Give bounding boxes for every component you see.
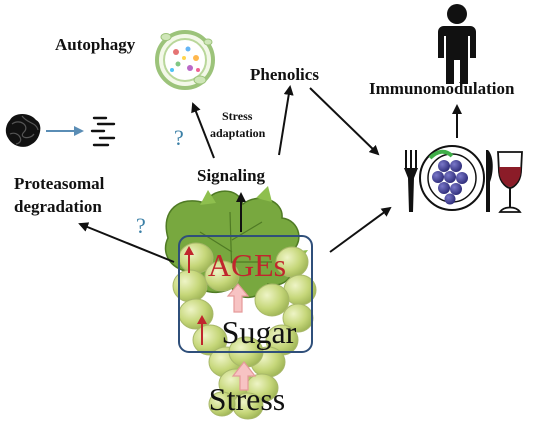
question-mark-proteasomal: ? bbox=[136, 213, 146, 238]
autophagosome-icon bbox=[155, 30, 215, 90]
grape-bunch-icon bbox=[164, 186, 317, 420]
proteasomal-label-line2: degradation bbox=[14, 197, 102, 216]
flow-arrows bbox=[78, 85, 462, 263]
arrow-grapes-to-plate bbox=[329, 206, 392, 253]
signaling-label: Signaling bbox=[197, 166, 266, 185]
immunomodulation-label: Immunomodulation bbox=[369, 79, 515, 98]
red-up-arrow-ages bbox=[184, 246, 194, 273]
red-up-arrow-sugar bbox=[197, 315, 207, 345]
question-mark-autophagy: ? bbox=[174, 125, 184, 150]
ages-sugar-box bbox=[178, 235, 313, 353]
arrow-signaling-to-phenolics bbox=[278, 85, 294, 156]
pink-up-arrow-upper bbox=[226, 283, 250, 313]
arrow-phenolics-to-plate bbox=[309, 87, 380, 156]
ages-label: AGEs bbox=[208, 247, 286, 283]
knife-icon bbox=[486, 150, 493, 212]
stress-adaptation-line2: adaptation bbox=[210, 126, 266, 140]
arrow-signaling-to-autophagy bbox=[191, 102, 215, 159]
stress-adaptation-line1: Stress bbox=[222, 109, 253, 123]
autophagy-label: Autophagy bbox=[55, 35, 136, 54]
pink-up-arrow-lower bbox=[231, 361, 257, 391]
proteasomal-label-line1: Proteasomal bbox=[14, 174, 105, 193]
peptide-fragments-icon bbox=[90, 116, 116, 147]
arrow-grapes-to-proteasomal bbox=[78, 222, 175, 263]
person-icon bbox=[438, 4, 476, 84]
stress-label: Stress bbox=[209, 381, 285, 417]
fork-icon bbox=[404, 150, 418, 212]
phenolics-label: Phenolics bbox=[250, 65, 319, 84]
sugar-label: Sugar bbox=[222, 314, 297, 350]
grape-berries bbox=[172, 242, 317, 420]
plate-grapes-icon bbox=[428, 149, 468, 205]
wine-glass-icon bbox=[497, 151, 523, 213]
protein-aggregate-icon bbox=[5, 114, 41, 147]
